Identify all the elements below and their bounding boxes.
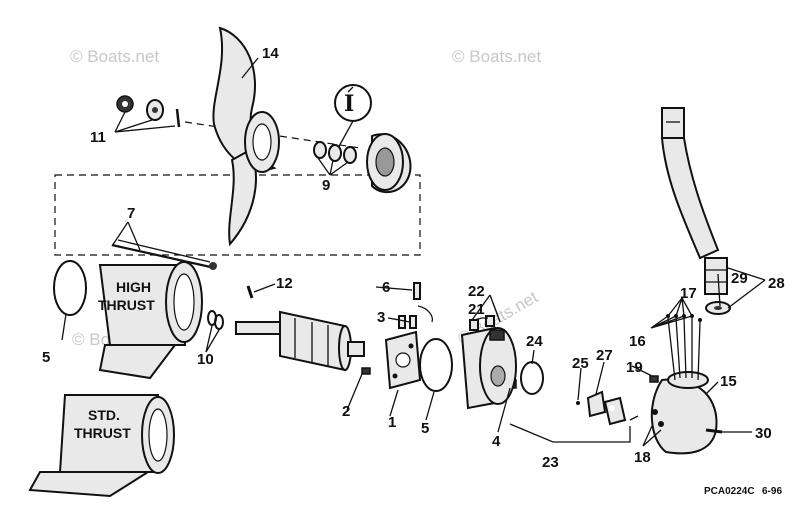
key xyxy=(246,285,254,299)
svg-text:I: I xyxy=(344,91,354,117)
leader-lines xyxy=(61,57,766,447)
callout-15: 15 xyxy=(720,373,737,390)
callout-21: 21 xyxy=(468,301,485,318)
screw-2 xyxy=(361,367,371,375)
std-thrust-housing: STD. THRUST xyxy=(28,394,175,498)
brush-plate xyxy=(384,330,422,390)
callout-1: 1 xyxy=(388,414,396,431)
std-thrust-line-2: THRUST xyxy=(74,425,131,441)
callout-12: 12 xyxy=(276,275,293,292)
drawing-code: PCA0224C xyxy=(704,486,755,497)
callout-18: 18 xyxy=(634,449,651,466)
armature xyxy=(235,310,365,372)
bracket-parts xyxy=(576,390,639,426)
high-thrust-line-2: THRUST xyxy=(98,297,155,313)
high-thrust-housing: HIGH THRUST xyxy=(98,261,203,380)
thrust-washer-group: I xyxy=(313,84,412,194)
callout-7: 7 xyxy=(127,205,135,222)
callout-3: 3 xyxy=(377,309,385,326)
callout-9: 9 xyxy=(322,177,330,194)
callout-23: 23 xyxy=(542,454,559,471)
o-ring-24 xyxy=(520,361,544,395)
callout-27: 27 xyxy=(596,347,613,364)
callout-24: 24 xyxy=(526,333,543,350)
clips xyxy=(207,310,224,330)
prop-nut-washer-pin xyxy=(116,95,181,128)
drawing-date: 6-96 xyxy=(762,486,782,497)
callout-6: 6 xyxy=(382,279,390,296)
callout-17: 17 xyxy=(680,285,697,302)
callout-14: 14 xyxy=(262,45,279,62)
watermark-top-right: © Boats.net xyxy=(452,47,541,66)
brush-parts xyxy=(398,282,434,329)
callout-25: 25 xyxy=(572,355,589,372)
motor-end-cap xyxy=(460,315,517,410)
callout-29: 29 xyxy=(731,270,748,287)
callout-2: 2 xyxy=(342,403,350,420)
callout-22: 22 xyxy=(468,283,485,300)
high-thrust-line-1: HIGH xyxy=(116,279,151,295)
callout-30: 30 xyxy=(755,425,772,442)
through-bolts xyxy=(111,239,217,270)
callout-28: 28 xyxy=(768,275,785,292)
o-ring-left xyxy=(53,260,87,316)
std-thrust-line-1: STD. xyxy=(88,407,120,423)
callout-16: 16 xyxy=(629,333,646,350)
propeller xyxy=(212,26,280,247)
lower-housing xyxy=(650,314,718,455)
o-ring-right xyxy=(419,338,453,392)
callout-5b: 5 xyxy=(421,420,429,437)
screw-30 xyxy=(705,428,723,434)
callout-5a: 5 xyxy=(42,349,50,366)
callout-11: 11 xyxy=(90,129,106,146)
callout-numbers: 1 2 3 4 5 5 6 7 9 10 11 12 14 15 16 17 1… xyxy=(42,45,785,471)
callout-10: 10 xyxy=(197,351,214,368)
callout-4: 4 xyxy=(492,433,501,450)
callout-19: 19 xyxy=(626,359,643,376)
watermark-top-left: © Boats.net xyxy=(70,47,159,66)
steering-tube xyxy=(660,107,731,315)
part-19 xyxy=(649,375,659,383)
